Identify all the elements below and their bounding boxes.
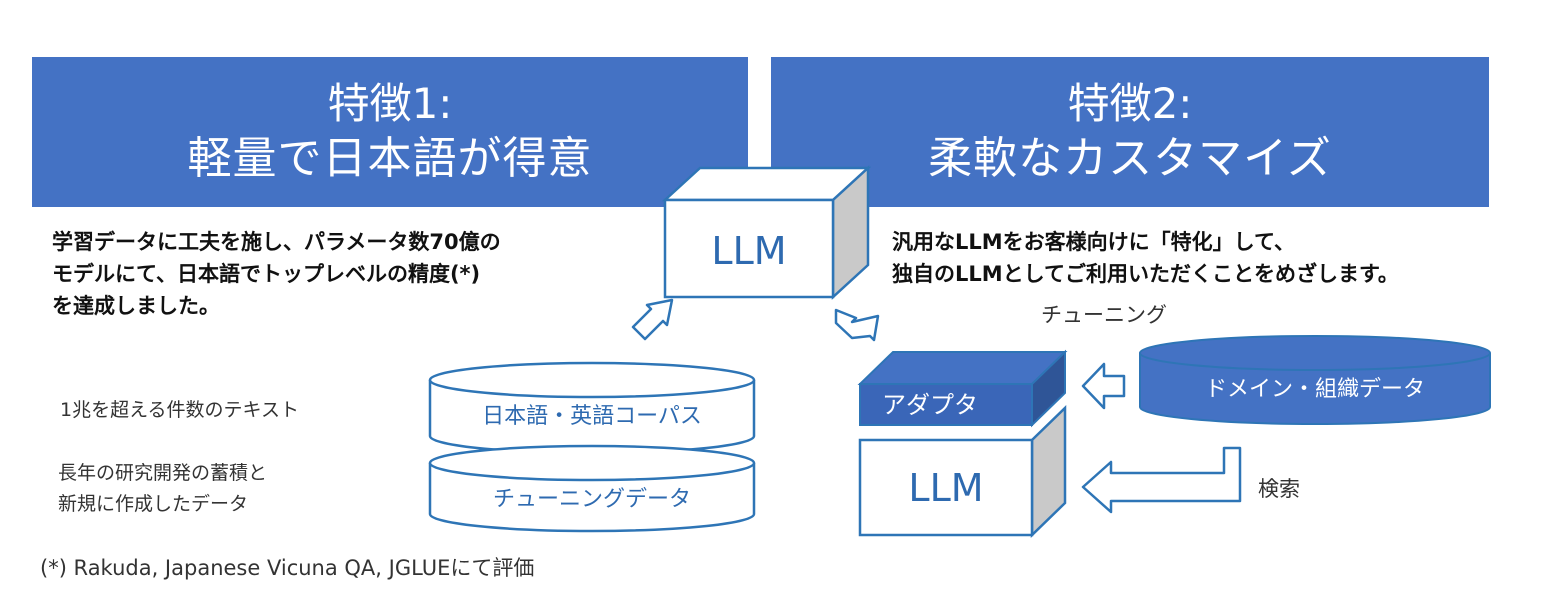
llm-bottom-label: LLM: [908, 466, 983, 510]
tuning-data-label: チューニングデータ: [493, 487, 691, 512]
feature2-title: 特徴2:: [1067, 79, 1193, 128]
feature1-description: 学習データに工夫を施し、パラメータ数70億の モデルにて、日本語でトップレベルの…: [52, 226, 652, 322]
feature2-desc-line: 独自のLLMとしてご利用いただくことをめざします。: [892, 262, 1399, 286]
search-bent-arrow-icon: [1081, 446, 1242, 514]
feature2-description: 汎用なLLMをお客様向けに「特化」して、 独自のLLMとしてご利用いただくことを…: [892, 226, 1550, 290]
feature1-desc-line: を達成しました。: [52, 294, 220, 318]
tuning-data-note: 長年の研究開発の蓄積と 新規に作成したデータ: [58, 458, 267, 520]
footnote: (*) Rakuda, Japanese Vicuna QA, JGLUEにて評…: [40, 556, 535, 580]
llm-top-label: LLM: [711, 229, 786, 273]
tuning-data-note-line: 新規に作成したデータ: [58, 493, 249, 515]
domain-data-label: ドメイン・組織データ: [1205, 377, 1425, 402]
adapter-label: アダプタ: [882, 391, 978, 419]
adapter-block: アダプタ: [857, 349, 1068, 428]
llm-top-cube: LLM: [661, 165, 872, 300]
feature1-desc-line: モデルにて、日本語でトップレベルの精度(*): [52, 262, 481, 286]
llm-bottom-cube: LLM: [858, 405, 1067, 538]
tuning-data-note-line: 長年の研究開発の蓄積と: [58, 462, 268, 484]
arrow-up-right-icon: [631, 298, 674, 341]
feature2-banner: 特徴2: 柔軟なカスタマイズ: [771, 57, 1489, 207]
feature1-desc-line: 学習データに工夫を施し、パラメータ数70億の: [52, 230, 501, 254]
feature1-title: 特徴1:: [327, 79, 453, 128]
search-label: 検索: [1258, 477, 1300, 501]
tuning-data-cylinder: チューニングデータ: [428, 444, 756, 533]
feature2-subtitle: 柔軟なカスタマイズ: [928, 133, 1332, 184]
feature1-subtitle: 軽量で日本語が得意: [187, 133, 593, 184]
corpus-note: 1兆を超える件数のテキスト: [60, 399, 299, 421]
corpus-cylinder: 日本語・英語コーパス: [428, 361, 756, 455]
tuning-label: チューニング: [1041, 303, 1167, 327]
arrow-down-right-icon: [834, 308, 880, 342]
domain-data-cylinder: ドメイン・組織データ: [1139, 335, 1491, 425]
corpus-label: 日本語・英語コーパス: [482, 404, 702, 429]
arrow-left-icon: [1081, 362, 1126, 410]
feature1-banner: 特徴1: 軽量で日本語が得意: [32, 57, 748, 207]
feature2-desc-line: 汎用なLLMをお客様向けに「特化」して、: [892, 230, 1295, 254]
